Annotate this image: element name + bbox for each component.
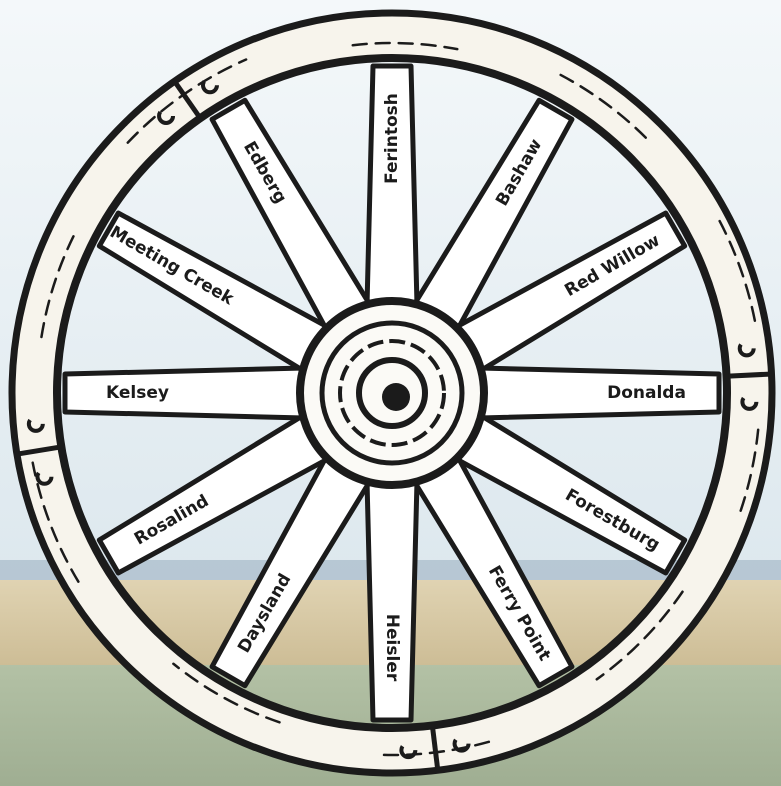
spoke-label-heisler: Heisler [382,614,402,682]
axle-cap [382,383,410,411]
spoke: Heisler [367,481,417,720]
spoke-shaft [367,481,417,720]
rim-joint [729,374,770,376]
spoke-shaft [65,368,304,418]
wheel-hub [300,301,484,485]
spoke: Ferintosh [367,66,417,305]
spoke: Donalda [480,368,719,418]
spoke-label-ferintosh: Ferintosh [382,93,402,184]
spoke-label-donalda: Donalda [607,383,686,403]
spoke: Kelsey [65,368,304,418]
spoke-label-kelsey: Kelsey [106,383,169,403]
